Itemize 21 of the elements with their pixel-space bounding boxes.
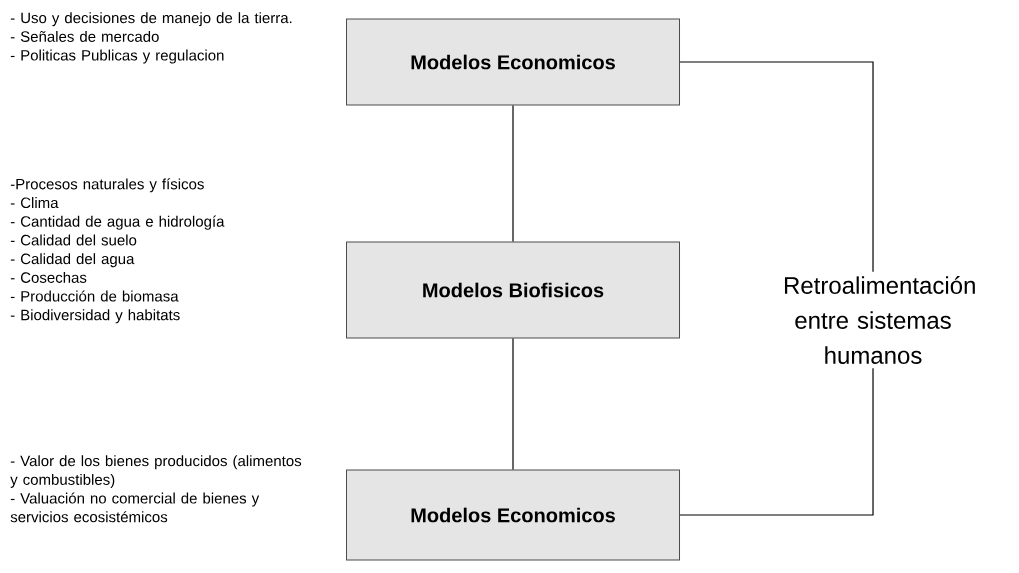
bullet-text: - Señales de mercado bbox=[10, 30, 159, 42]
bullet-text: - Uso y decisiones de manejo de la tierra. bbox=[10, 12, 292, 27]
bullet-text: - Politicas Publicas y regulacion bbox=[10, 49, 224, 64]
bullet-text: - Clima bbox=[10, 197, 59, 209]
model-box: Modelos Biofisicos bbox=[346, 241, 680, 339]
model-box: Modelos Economicos bbox=[346, 18, 680, 106]
connector-line bbox=[512, 104, 514, 243]
bullet-text: -Procesos naturales y físicos bbox=[10, 178, 204, 193]
bullet-text: - Cantidad de agua e hidrología bbox=[10, 215, 225, 230]
bullet-text: - Calidad del suelo bbox=[10, 234, 137, 246]
bullet-text: - Valuación no comercial de bienes y servicios ecosistémicos bbox=[10, 492, 260, 523]
bullet-text: - Producción de biomasa bbox=[10, 290, 179, 302]
connector-line bbox=[679, 367, 874, 516]
model-box: Modelos Economicos bbox=[346, 469, 680, 561]
bullet-text: - Biodiversidad y habitats bbox=[10, 309, 180, 324]
feedback-label: Retroalimentación entre sistemas humanos bbox=[785, 276, 975, 364]
connector-line bbox=[512, 337, 514, 471]
bullet-text: - Valor de los bienes producidos (alimentos y combustibles) bbox=[10, 455, 302, 488]
bullet-text: - Calidad del agua bbox=[10, 253, 135, 268]
connector-line bbox=[679, 61, 874, 273]
bullet-text: - Cosechas bbox=[10, 271, 87, 283]
